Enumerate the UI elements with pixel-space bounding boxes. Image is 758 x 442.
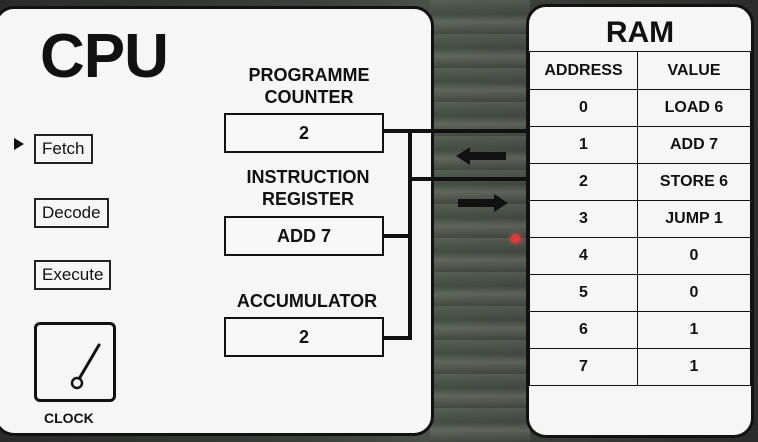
- ram-row: 4 0: [529, 237, 752, 275]
- arrow-right-icon: [458, 194, 508, 212]
- cpu-title: CPU: [40, 22, 169, 91]
- ram-address-cell: 6: [529, 311, 638, 349]
- ram-column-address: ADDRESS: [529, 51, 638, 90]
- data-bus-wire: [410, 177, 530, 181]
- step-fetch[interactable]: Fetch: [34, 134, 93, 164]
- ram-row: 2 STORE 6: [529, 163, 752, 201]
- accumulator-value: 2: [224, 317, 384, 357]
- ram-title: RAM: [605, 16, 675, 49]
- ram-value-cell: 1: [636, 348, 752, 386]
- ram-value-cell: STORE 6: [636, 163, 752, 201]
- ram-address-cell: 1: [529, 126, 638, 164]
- ram-value-cell: ADD 7: [636, 126, 752, 164]
- instruction-register-wire: [384, 234, 410, 238]
- clock-label: CLOCK: [44, 410, 94, 426]
- ram-value-cell: 1: [636, 311, 752, 349]
- current-step-pointer-icon: [14, 138, 24, 150]
- ram-row: 7 1: [529, 348, 752, 386]
- ram-value-cell: 0: [636, 274, 752, 312]
- arrow-left-icon: [456, 147, 506, 165]
- ram-table: ADDRESS VALUE 0 LOAD 6 1 ADD 7 2 STORE 6…: [529, 51, 752, 386]
- programme-counter-label-line2: COUNTER: [264, 87, 354, 107]
- instruction-register-label: INSTRUCTION REGISTER: [220, 166, 396, 210]
- accumulator-label: ACCUMULATOR: [236, 291, 378, 311]
- ram-value-cell: JUMP 1: [636, 200, 752, 238]
- address-bus-wire: [384, 129, 530, 133]
- instruction-register-value: ADD 7: [224, 216, 384, 256]
- instruction-register-label-line1: INSTRUCTION: [246, 167, 370, 187]
- ram-row: 1 ADD 7: [529, 126, 752, 164]
- ram-address-cell: 4: [529, 237, 638, 275]
- programme-counter-value: 2: [224, 113, 384, 153]
- clock-switch[interactable]: [34, 322, 116, 402]
- ram-column-value: VALUE: [636, 51, 752, 90]
- ram-row: 5 0: [529, 274, 752, 312]
- ram-address-cell: 3: [529, 200, 638, 238]
- ram-row: 0 LOAD 6: [529, 89, 752, 127]
- instruction-register-label-line2: REGISTER: [261, 189, 354, 209]
- ram-address-cell: 5: [529, 274, 638, 312]
- ram-value-cell: 0: [636, 237, 752, 275]
- programme-counter-label-line1: PROGRAMME: [248, 65, 370, 85]
- accumulator-wire: [384, 336, 410, 340]
- step-execute[interactable]: Execute: [34, 260, 112, 290]
- step-decode[interactable]: Decode: [34, 198, 109, 228]
- programme-counter-label: PROGRAMME COUNTER: [224, 64, 394, 108]
- ram-row: 3 JUMP 1: [529, 200, 752, 238]
- ram-value-cell: LOAD 6: [636, 89, 752, 127]
- ram-address-cell: 7: [529, 348, 638, 386]
- status-led: [511, 234, 520, 243]
- background-circuit: [430, 0, 530, 442]
- ram-header-row: ADDRESS VALUE: [529, 51, 752, 90]
- data-bus-vertical-wire: [408, 129, 412, 340]
- ram-row: 6 1: [529, 311, 752, 349]
- ram-address-cell: 2: [529, 163, 638, 201]
- clock-switch-icon: [70, 343, 101, 390]
- ram-address-cell: 0: [529, 89, 638, 127]
